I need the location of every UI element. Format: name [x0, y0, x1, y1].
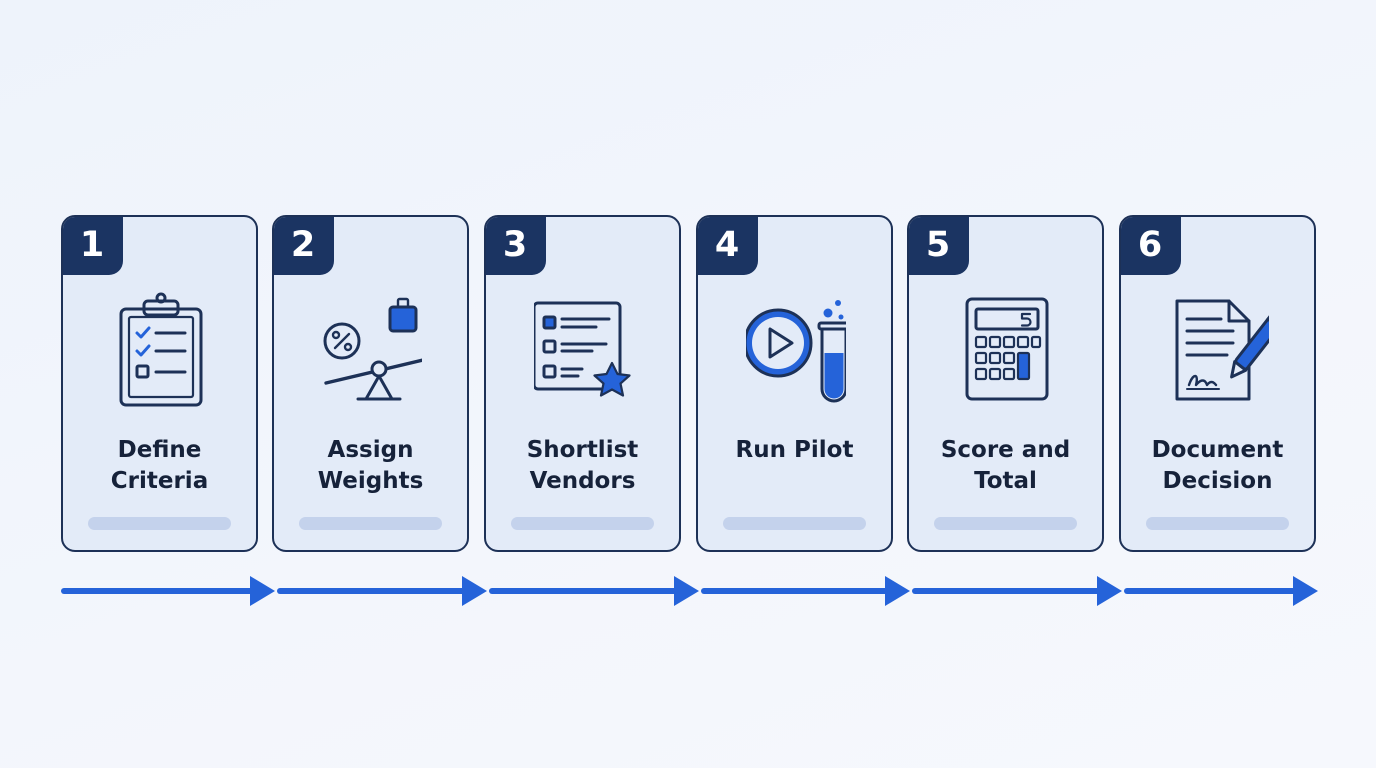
step-label: Score and Total: [940, 437, 1071, 494]
placeholder-bar: [511, 517, 654, 530]
step-card-document-decision: 6 Document Decision: [1119, 215, 1316, 552]
step-card-run-pilot: 4 Run Pilot: [696, 215, 893, 552]
step-number-badge: 1: [63, 217, 123, 275]
signed-document-pen-icon: [1169, 289, 1269, 409]
step-number-badge: 3: [486, 217, 546, 275]
flow-arrow-3: [489, 576, 699, 606]
placeholder-bar: [1146, 517, 1289, 530]
step-card-define-criteria: 1 Define Criteria: [61, 215, 258, 552]
flow-arrow-2: [277, 576, 487, 606]
step-card-assign-weights: 2 Assign Weights: [272, 215, 469, 552]
flow-arrow-4: [701, 576, 910, 606]
step-label: Document Decision: [1151, 437, 1284, 494]
list-with-star-icon: [534, 289, 634, 409]
flow-arrow-6: [1124, 576, 1318, 606]
placeholder-bar: [723, 517, 866, 530]
placeholder-bar: [934, 517, 1077, 530]
step-label: Define Criteria: [110, 437, 209, 494]
flow-arrow-5: [912, 576, 1122, 606]
placeholder-bar: [299, 517, 442, 530]
step-label: Shortlist Vendors: [526, 437, 639, 494]
clipboard-checklist-icon: [111, 289, 211, 409]
balance-scale-weight-icon: [322, 289, 422, 409]
step-card-score-and-total: 5: [907, 215, 1104, 552]
step-number-badge: 5: [909, 217, 969, 275]
step-number-badge: 4: [698, 217, 758, 275]
play-and-test-tube-icon: [746, 289, 846, 409]
step-number-badge: 2: [274, 217, 334, 275]
step-label: Run Pilot: [735, 437, 854, 463]
step-card-shortlist-vendors: 3 Shortlist Vendors: [484, 215, 681, 552]
step-number-badge: 6: [1121, 217, 1181, 275]
flow-arrows: [61, 576, 1318, 606]
placeholder-bar: [88, 517, 231, 530]
step-label: Assign Weights: [317, 437, 424, 494]
flow-arrow-1: [61, 576, 275, 606]
calculator-icon: [957, 289, 1057, 409]
